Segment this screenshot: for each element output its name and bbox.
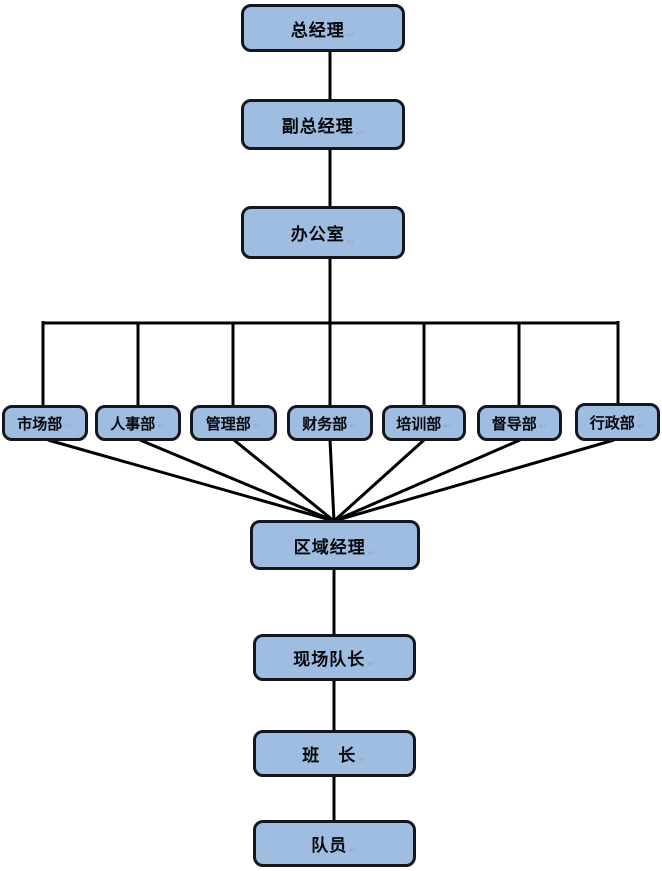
node-general-manager: 总经理↵ — [241, 4, 405, 52]
node-label: 管理部 — [205, 414, 251, 433]
node-label: 班 长 — [302, 746, 357, 766]
paragraph-mark-icon: ↵ — [538, 421, 548, 432]
node-label: 总经理 — [290, 20, 345, 41]
node-site-captain: 现场队长↵ — [253, 634, 416, 681]
node-label: 人事部 — [110, 414, 156, 433]
edge-training-regional — [332, 438, 426, 523]
paragraph-mark-icon: ↵ — [349, 421, 358, 432]
edge-marketing-regional — [47, 438, 335, 523]
paragraph-mark-icon: ↵ — [157, 421, 166, 432]
paragraph-mark-icon: ↵ — [355, 128, 365, 139]
paragraph-mark-icon: ↵ — [367, 659, 376, 670]
node-label: 现场队长 — [293, 650, 366, 670]
node-training-dept: 培训部↵ — [382, 405, 466, 441]
paragraph-mark-icon: ↵ — [64, 421, 73, 432]
node-marketing-dept: 市场部↵ — [2, 405, 88, 441]
node-label: 市场部 — [17, 414, 63, 433]
paragraph-mark-icon: ↵ — [358, 755, 367, 766]
node-finance-dept: 财务部↵ — [287, 405, 373, 441]
node-office: 办公室↵ — [241, 206, 405, 259]
node-deputy-general-manager: 副总经理↵ — [241, 99, 405, 150]
node-supervision-dept: 督导部↵ — [477, 405, 562, 441]
node-label: 办公室 — [290, 225, 345, 245]
paragraph-mark-icon: ↵ — [636, 421, 646, 432]
node-label: 区域经理 — [293, 537, 366, 558]
node-regional-manager: 区域经理↵ — [250, 520, 420, 570]
paragraph-mark-icon: ↵ — [443, 421, 452, 432]
node-label: 培训部 — [396, 414, 442, 433]
node-team-member: 队员↵ — [253, 820, 416, 867]
edge-supervision-regional — [333, 438, 521, 523]
edge-finance-regional — [328, 439, 336, 522]
node-management-dept: 管理部↵ — [190, 405, 277, 441]
paragraph-mark-icon: ↵ — [346, 237, 356, 248]
node-squad-leader: 班 长↵ — [253, 730, 416, 777]
paragraph-mark-icon: ↵ — [346, 30, 356, 41]
node-label: 队员 — [311, 836, 348, 856]
node-admin-dept: 行政部↵ — [575, 403, 660, 441]
paragraph-mark-icon: ↵ — [367, 548, 377, 559]
edge-hr-regional — [139, 438, 335, 523]
edge-management-regional — [233, 438, 335, 523]
node-label: 行政部 — [589, 413, 635, 432]
edge-administration-regional — [333, 438, 615, 523]
node-label: 副总经理 — [281, 117, 354, 137]
node-label: 督导部 — [491, 414, 537, 433]
paragraph-mark-icon: ↵ — [349, 845, 358, 856]
node-label: 财务部 — [302, 414, 348, 433]
node-hr-dept: 人事部↵ — [95, 405, 181, 441]
paragraph-mark-icon: ↵ — [252, 421, 262, 432]
